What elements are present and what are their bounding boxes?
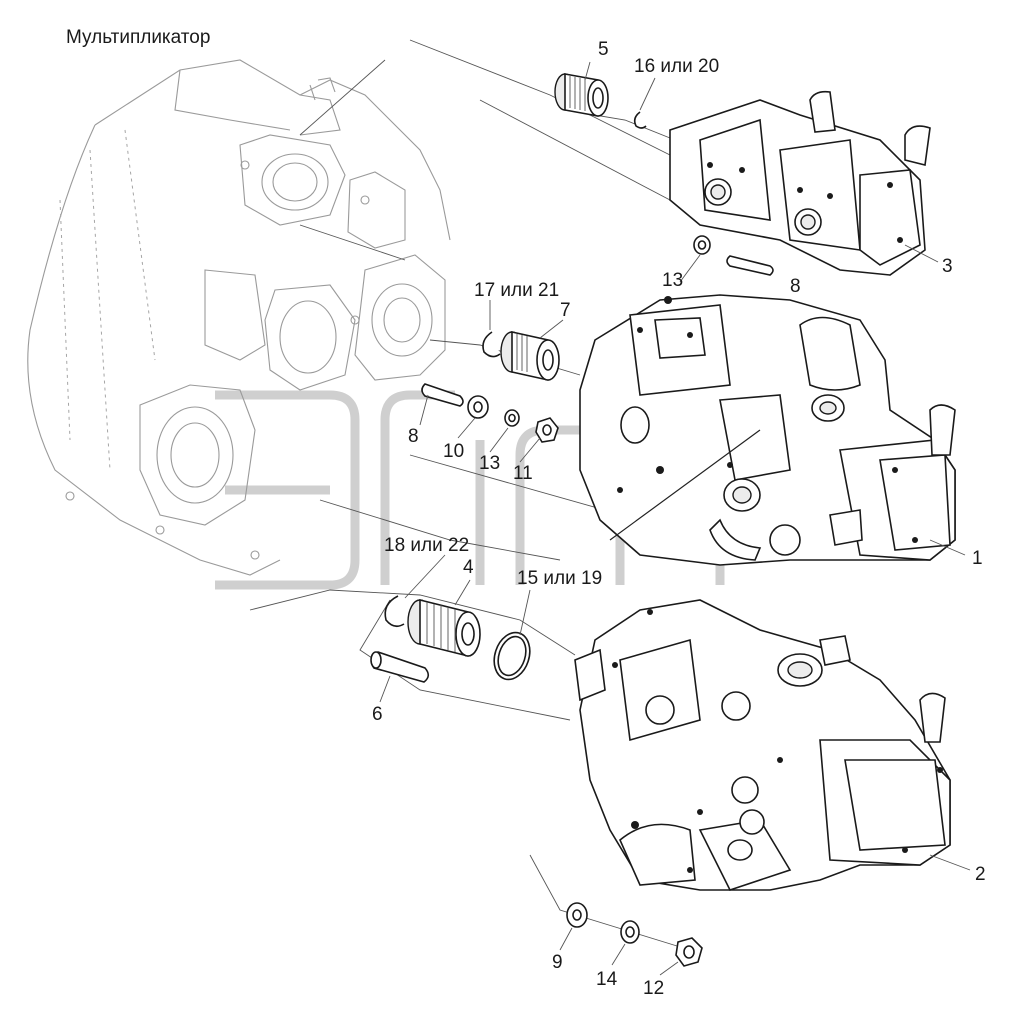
callout-11: 11 (513, 463, 533, 484)
callout-15: 15 или 19 (517, 568, 602, 589)
part-16-snap-ring (633, 111, 647, 129)
part-9-washer (566, 902, 588, 928)
callout-3: 3 (942, 256, 953, 277)
callout-4: 4 (463, 557, 474, 578)
part-12-nut (675, 937, 703, 967)
part-18-snap-ring (384, 595, 405, 628)
callout-6: 6 (372, 704, 383, 725)
diagram-title: Мультипликатор (66, 27, 210, 48)
part-5-splined-sleeve (554, 73, 609, 117)
callout-8b: 8 (408, 426, 419, 447)
callout-7: 7 (560, 300, 571, 321)
callout-13a: 13 (662, 270, 683, 291)
callout-12: 12 (643, 978, 664, 999)
part-10-washer (467, 395, 489, 419)
callout-13b: 13 (479, 453, 500, 474)
part-2-pump-assembly (574, 599, 951, 891)
callout-8a: 8 (790, 276, 801, 297)
callout-18: 18 или 22 (384, 535, 469, 556)
part-11-nut (535, 417, 559, 443)
callout-14: 14 (596, 969, 618, 990)
callout-1: 1 (972, 548, 983, 569)
multiplier-housing (27, 59, 451, 576)
callout-17: 17 или 21 (474, 280, 559, 301)
part-17-snap-ring (482, 331, 501, 358)
callout-9: 9 (552, 952, 563, 973)
part-14-washer (620, 920, 640, 944)
part-4-splined-sleeve (407, 598, 481, 657)
part-13-washer-middle (504, 409, 520, 427)
part-8-pin-top (726, 255, 774, 276)
part-3-tandem-pump (669, 90, 931, 276)
callout-16: 16 или 20 (634, 56, 719, 77)
callout-2: 2 (975, 864, 986, 885)
part-15-snap-ring (493, 631, 531, 681)
part-7-splined-sleeve (500, 331, 560, 381)
callout-10: 10 (443, 441, 464, 462)
callout-5: 5 (598, 39, 609, 60)
part-8-pin-middle (421, 383, 464, 407)
callout-leaders (379, 61, 971, 976)
part-6-pin (370, 651, 430, 683)
part-13-washer-top (693, 235, 711, 255)
part-1-pump-assembly (579, 294, 956, 566)
